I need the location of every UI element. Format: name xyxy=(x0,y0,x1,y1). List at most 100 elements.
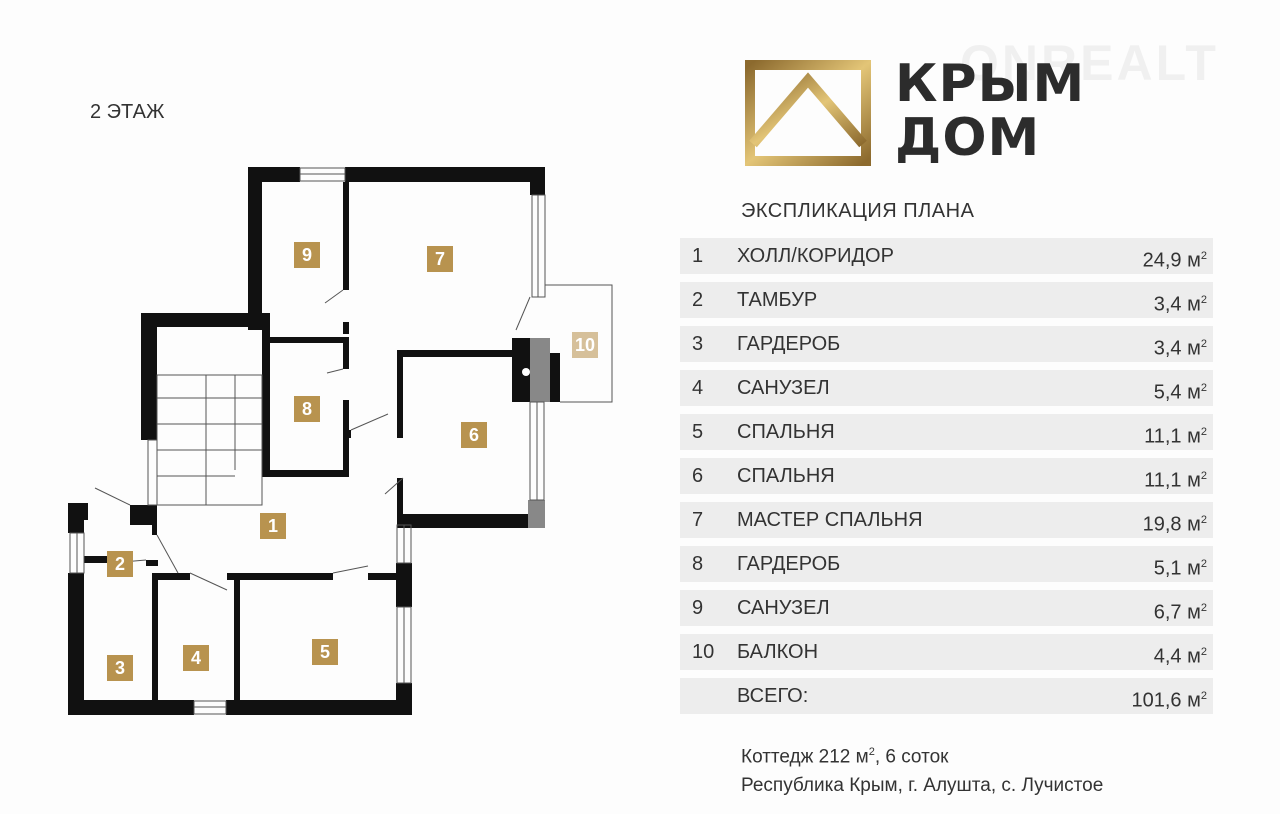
explication-title: ЭКСПЛИКАЦИЯ ПЛАНА xyxy=(741,200,975,222)
room-area: 5,4 м2 xyxy=(1154,370,1207,411)
footer-cottage-info: Коттедж 212 м2, 6 соток xyxy=(741,746,948,768)
cottage-area: Коттедж 212 м xyxy=(741,746,869,768)
logo-house-icon xyxy=(745,60,871,166)
table-row: 3 ГАРДЕРОБ 3,4 м2 xyxy=(680,326,1213,362)
windows xyxy=(69,167,613,715)
room-name: ГАРДЕРОБ xyxy=(737,553,841,575)
room-number: 7 xyxy=(692,509,704,531)
unit: м xyxy=(1187,469,1201,492)
room-area: 3,4 м2 xyxy=(1154,282,1207,323)
room-label-3: 3 xyxy=(107,655,133,681)
table-row: 6 СПАЛЬНЯ 11,1 м2 xyxy=(680,458,1213,494)
footer-address: Республика Крым, г. Алушта, с. Лучистое xyxy=(741,775,1104,796)
room-label-8: 8 xyxy=(294,396,320,422)
unit-sup: 2 xyxy=(1200,514,1207,526)
room-name: ХОЛЛ/КОРИДОР xyxy=(737,245,894,267)
room-name: САНУЗЕЛ xyxy=(737,597,830,619)
table-row: 1 ХОЛЛ/КОРИДОР 24,9 м2 xyxy=(680,238,1213,274)
room-area: 101,6 м2 xyxy=(1132,678,1208,719)
area-value: 24,9 xyxy=(1142,249,1182,272)
unit-sup: 2 xyxy=(1200,294,1207,306)
room-number: 1 xyxy=(692,245,704,267)
logo-text-line1: КРЫМ xyxy=(895,54,1086,114)
table-row: 7 МАСТЕР СПАЛЬНЯ 19,8 м2 xyxy=(680,502,1213,538)
room-area: 6,7 м2 xyxy=(1154,590,1207,631)
plot-size: , 6 соток xyxy=(874,746,949,768)
room-name: БАЛКОН xyxy=(737,641,819,663)
unit: м xyxy=(1187,513,1201,536)
room-area: 4,4 м2 xyxy=(1154,634,1207,675)
area-value: 5,1 xyxy=(1153,557,1182,580)
room-label-7: 7 xyxy=(427,246,453,272)
unit: м xyxy=(1187,689,1201,712)
floor-title: 2 ЭТАЖ xyxy=(90,101,165,123)
room-name: СПАЛЬНЯ xyxy=(737,421,835,443)
area-value: 4,4 xyxy=(1153,645,1182,668)
unit-sup: 2 xyxy=(868,746,875,758)
unit-sup: 2 xyxy=(1200,382,1207,394)
room-name: ГАРДЕРОБ xyxy=(737,333,841,355)
unit: м xyxy=(1187,601,1201,624)
room-name: ТАМБУР xyxy=(737,289,818,311)
unit-sup: 2 xyxy=(1200,426,1207,438)
table-row: 10 БАЛКОН 4,4 м2 xyxy=(680,634,1213,670)
table-row: 8 ГАРДЕРОБ 5,1 м2 xyxy=(680,546,1213,582)
room-area: 19,8 м2 xyxy=(1143,502,1207,543)
room-number: 2 xyxy=(692,289,704,311)
area-value: 3,4 xyxy=(1153,337,1182,360)
watermark: ONREALT xyxy=(960,35,1219,91)
area-value: 3,4 xyxy=(1153,293,1182,316)
unit-sup: 2 xyxy=(1200,690,1207,702)
table-row-total: ВСЕГО: 101,6 м2 xyxy=(680,678,1213,714)
unit-sup: 2 xyxy=(1200,470,1207,482)
room-area: 5,1 м2 xyxy=(1154,546,1207,587)
room-number: 9 xyxy=(692,597,704,619)
area-value: 5,4 xyxy=(1153,381,1182,404)
area-value: 11,1 xyxy=(1144,469,1182,492)
room-area: 24,9 м2 xyxy=(1143,238,1207,279)
room-area: 3,4 м2 xyxy=(1154,326,1207,367)
table-row: 5 СПАЛЬНЯ 11,1 м2 xyxy=(680,414,1213,450)
unit-sup: 2 xyxy=(1200,250,1207,262)
room-name: МАСТЕР СПАЛЬНЯ xyxy=(737,509,923,531)
room-label-6: 6 xyxy=(461,422,487,448)
unit: м xyxy=(1187,337,1201,360)
room-label-1: 1 xyxy=(260,513,286,539)
room-number: 10 xyxy=(692,641,715,663)
room-name: САНУЗЕЛ xyxy=(737,377,830,399)
unit: м xyxy=(1187,249,1201,272)
area-value: 11,1 xyxy=(1144,425,1182,448)
room-number: 4 xyxy=(692,377,704,399)
unit-sup: 2 xyxy=(1200,646,1207,658)
unit-sup: 2 xyxy=(1200,558,1207,570)
room-area: 11,1 м2 xyxy=(1144,458,1207,499)
table-row: 4 САНУЗЕЛ 5,4 м2 xyxy=(680,370,1213,406)
room-label-5: 5 xyxy=(312,639,338,665)
room-label-4: 4 xyxy=(183,645,209,671)
unit: м xyxy=(1187,645,1201,668)
unit: м xyxy=(1187,425,1201,448)
room-number: 8 xyxy=(692,553,704,575)
unit-sup: 2 xyxy=(1200,338,1207,350)
logo-text-line2: ДОМ xyxy=(895,108,1041,168)
room-number: 5 xyxy=(692,421,704,443)
room-label-2: 2 xyxy=(107,551,133,577)
room-label-10: 10 xyxy=(572,332,598,358)
room-area: 11,1 м2 xyxy=(1144,414,1207,455)
room-name: ВСЕГО: xyxy=(737,685,809,707)
unit: м xyxy=(1187,557,1201,580)
room-number: 6 xyxy=(692,465,704,487)
room-label-9: 9 xyxy=(294,242,320,268)
unit: м xyxy=(1187,293,1201,316)
area-value: 101,6 xyxy=(1131,689,1182,712)
area-value: 19,8 xyxy=(1142,513,1182,536)
room-name: СПАЛЬНЯ xyxy=(737,465,835,487)
unit: м xyxy=(1187,381,1201,404)
room-number: 3 xyxy=(692,333,704,355)
walls xyxy=(68,167,560,715)
area-value: 6,7 xyxy=(1153,601,1182,624)
